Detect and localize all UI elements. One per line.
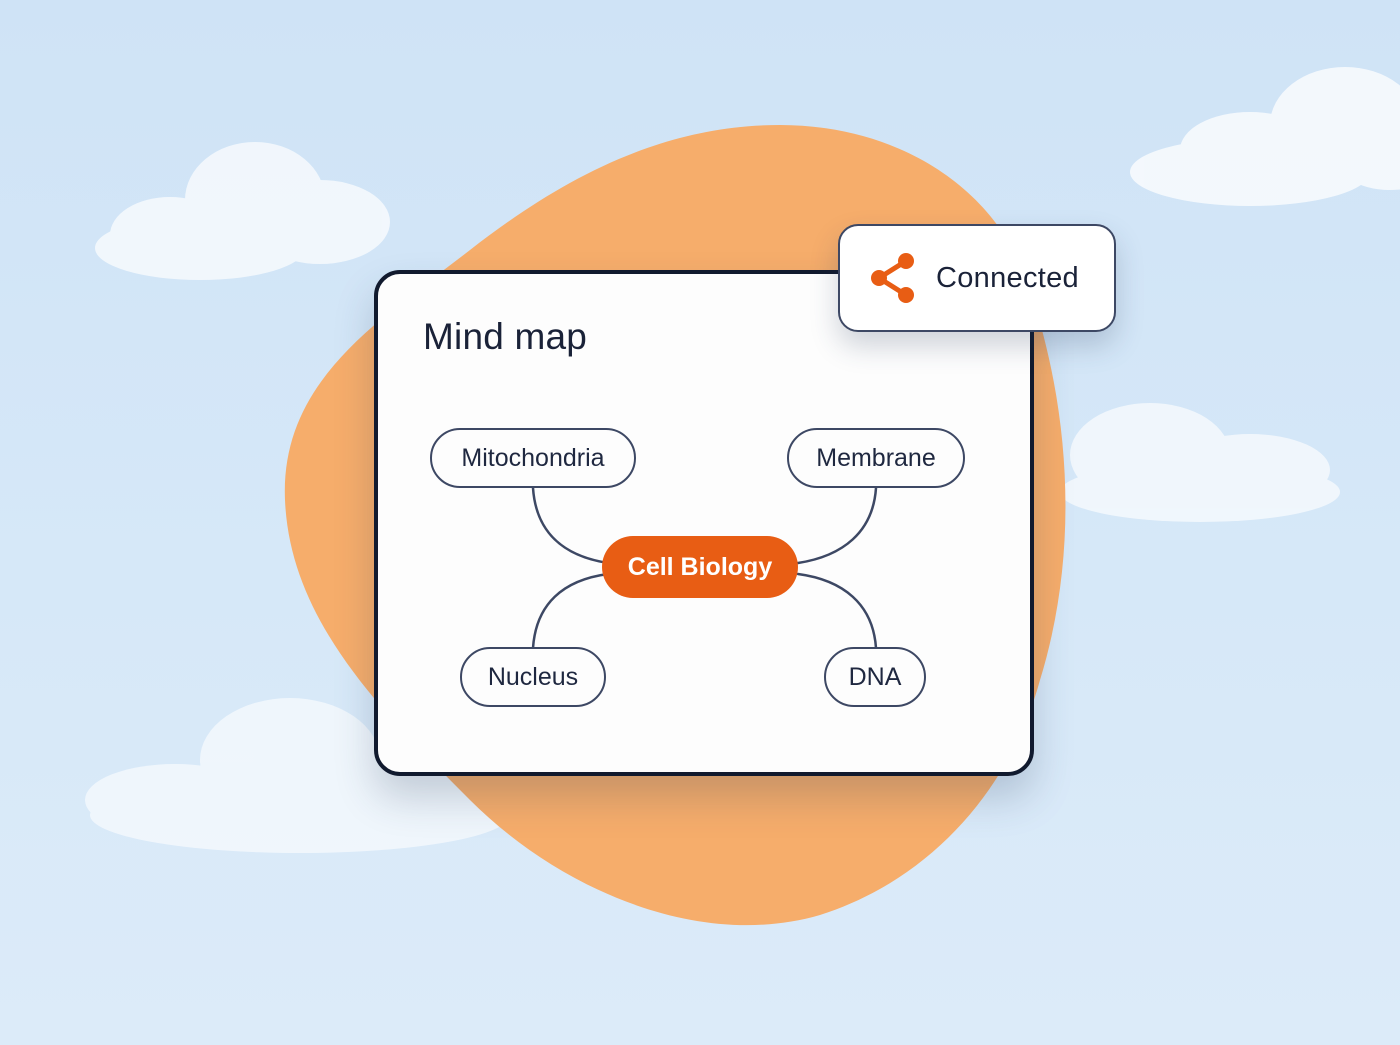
card-title: Mind map	[423, 316, 588, 357]
node-label: Nucleus	[487, 662, 579, 691]
connected-status-badge: Connected	[838, 224, 1116, 332]
node-mitochondria[interactable]: Mitochondria	[430, 428, 636, 488]
cloud-top-right	[1130, 67, 1400, 206]
share-icon	[871, 253, 914, 303]
node-membrane[interactable]: Membrane	[787, 428, 965, 488]
cloud-bottom-left	[85, 698, 510, 853]
node-nucleus[interactable]: Nucleus	[460, 647, 606, 707]
edge-dna	[796, 572, 878, 650]
node-label: Membrane	[816, 443, 936, 472]
node-center-topic[interactable]: Cell Biology	[602, 536, 798, 598]
edge-membrane	[796, 486, 878, 565]
mind-map-card: Mind map Mitochondria Membrane Nucleus D…	[374, 270, 1034, 776]
node-label: Mitochondria	[461, 443, 605, 472]
cloud-top-left	[95, 142, 390, 280]
badge-label: Connected	[936, 261, 1079, 294]
node-dna[interactable]: DNA	[824, 647, 926, 707]
cloud-middle-right	[1060, 403, 1340, 522]
node-label: DNA	[848, 662, 902, 691]
mind-map-connections	[531, 486, 878, 650]
edge-nucleus	[531, 572, 610, 650]
center-topic-label: Cell Biology	[627, 552, 773, 581]
edge-mitochondria	[531, 486, 610, 565]
